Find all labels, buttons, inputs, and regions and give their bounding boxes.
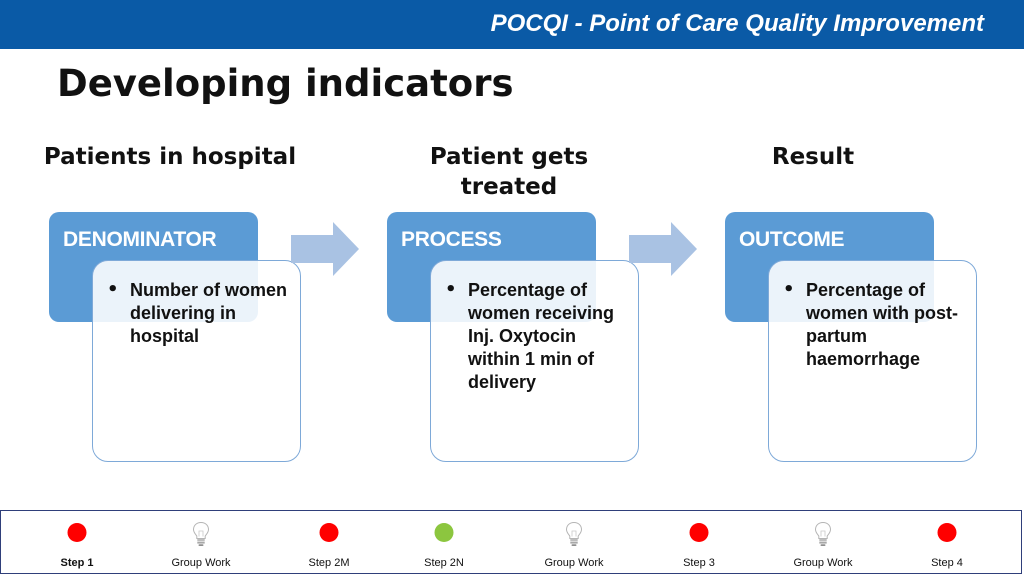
denominator-description: Number of women delivering in hospital [130,280,288,346]
right-arrow-icon [629,222,697,276]
page-title: Developing indicators [57,62,514,105]
nav-step-label: Step 4 [931,557,963,569]
green-status-dot [434,523,454,542]
red-status-dot [67,523,87,542]
nav-step-label: Group Work [544,557,604,569]
outcome-body-box: • Percentage of women with post-partum h… [768,260,977,462]
nav-step-label: Step 1 [60,557,94,569]
header-banner: POCQI - Point of Care Quality Improvemen… [0,0,1024,49]
lightbulb-icon [565,521,583,546]
lightbulb-icon [814,521,832,546]
column-heading-denominator: Patients in hospital [43,144,297,170]
bullet-marker: • [445,279,457,300]
column-heading-outcome: Result [771,144,855,170]
nav-step-2m[interactable]: Step 2M [269,511,389,573]
column-heading-process: Patient gets treated [429,144,589,200]
nav-step-3[interactable]: Step 3 [639,511,759,573]
process-description: Percentage of women receiving Inj. Oxyto… [468,280,615,392]
denominator-body-box: • Number of women delivering in hospital [92,260,301,462]
lightbulb-icon [192,521,210,546]
banner-title: POCQI - Point of Care Quality Improvemen… [490,10,984,37]
denominator-label: DENOMINATOR [63,228,217,251]
nav-group-work-3[interactable]: Group Work [763,511,883,573]
nav-step-label: Step 3 [683,557,715,569]
bullet-marker: • [107,279,119,300]
red-status-dot [689,523,709,542]
red-status-dot [937,523,957,542]
step-navigation-bar: Step 1 Group Work Step 2M Step 2N Group … [0,510,1022,574]
nav-step-label: Step 2M [308,557,350,569]
nav-step-label: Step 2N [424,557,464,569]
nav-step-4[interactable]: Step 4 [887,511,1007,573]
red-status-dot [319,523,339,542]
nav-step-label: Group Work [171,557,231,569]
nav-group-work-1[interactable]: Group Work [141,511,261,573]
right-arrow-icon [291,222,359,276]
nav-step-label: Group Work [793,557,853,569]
process-body-box: • Percentage of women receiving Inj. Oxy… [430,260,639,462]
bullet-marker: • [783,279,795,300]
nav-step-2n[interactable]: Step 2N [384,511,504,573]
nav-group-work-2[interactable]: Group Work [514,511,634,573]
outcome-description: Percentage of women with post-partum hae… [806,280,958,369]
outcome-label: OUTCOME [739,228,845,251]
nav-step-1[interactable]: Step 1 [17,511,137,573]
process-label: PROCESS [401,228,502,251]
